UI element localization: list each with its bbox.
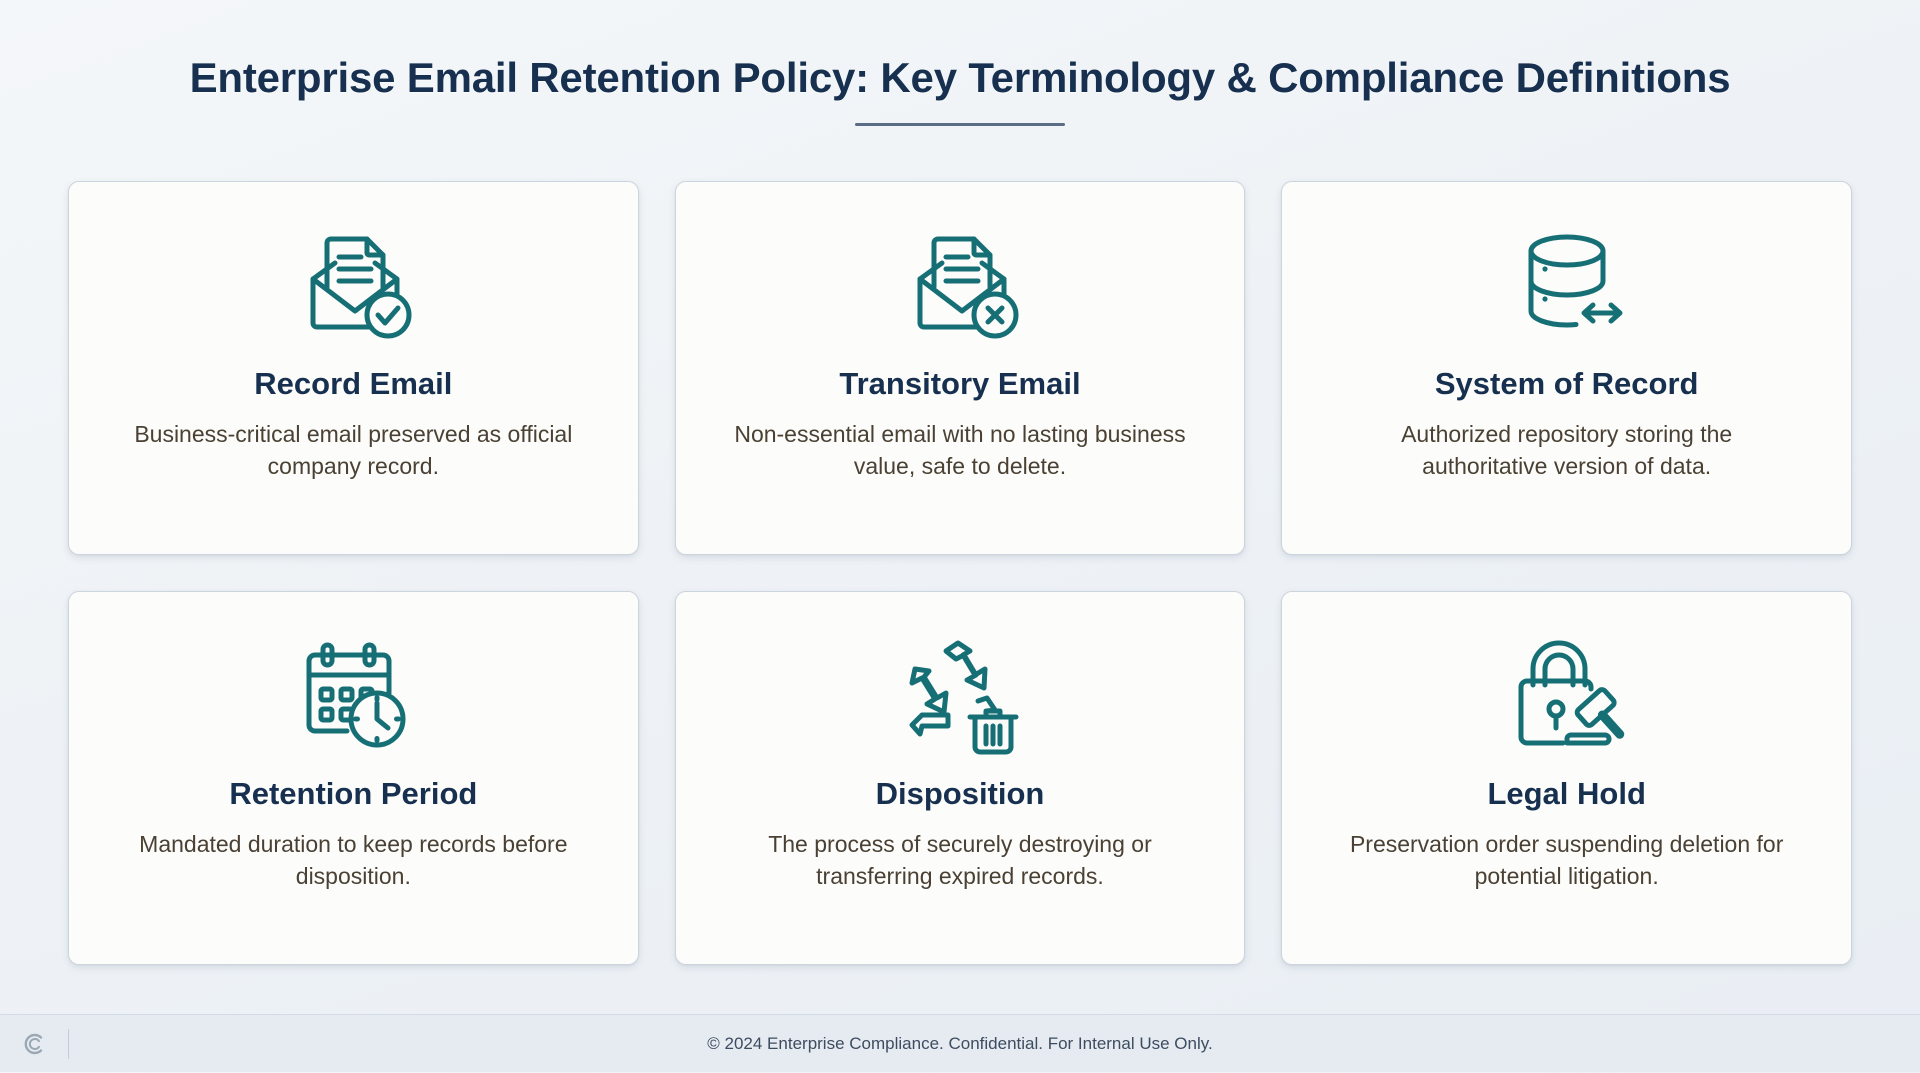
company-logo-icon <box>0 1015 68 1073</box>
card-description: The process of securely destroying or tr… <box>768 830 1152 890</box>
envelope-document-check-icon <box>291 220 415 350</box>
card-title: Record Email <box>254 366 453 401</box>
card-legal-hold[interactable]: Legal Hold Preservation order suspending… <box>1281 591 1852 965</box>
definition-card-grid: Record Email Business-critical email pre… <box>68 181 1852 965</box>
calendar-clock-icon <box>291 630 415 760</box>
card-system-of-record[interactable]: System of Record Authorized repository s… <box>1281 181 1852 555</box>
card-description: Preservation order suspending deletion f… <box>1349 830 1784 890</box>
card-title: Legal Hold <box>1487 776 1646 811</box>
card-description: Non-essential email with no lasting busi… <box>734 420 1186 480</box>
card-record-email[interactable]: Record Email Business-critical email pre… <box>68 181 639 555</box>
card-title: System of Record <box>1434 366 1699 401</box>
card-title: Retention Period <box>229 776 478 811</box>
card-transitory-email[interactable]: Transitory Email Non-essential email wit… <box>674 181 1246 555</box>
card-retention-period[interactable]: Retention Period Mandated duration to ke… <box>68 591 639 965</box>
card-description: Authorized repository storing the author… <box>1401 420 1733 480</box>
footer-divider <box>68 1028 69 1059</box>
title-underline-rule <box>855 123 1065 127</box>
page-header: Enterprise Email Retention Policy: Key T… <box>0 0 1920 127</box>
database-transfer-icon <box>1505 220 1629 350</box>
envelope-document-x-icon <box>898 220 1022 350</box>
card-disposition[interactable]: Disposition The process of securely dest… <box>674 591 1246 965</box>
footer-copyright-text: © 2024 Enterprise Compliance. Confidenti… <box>707 1033 1213 1053</box>
page-title: Enterprise Email Retention Policy: Key T… <box>189 54 1731 101</box>
card-description: Mandated duration to keep records before… <box>139 830 568 890</box>
card-title: Transitory Email <box>839 366 1081 401</box>
card-title: Disposition <box>875 776 1045 811</box>
recycle-trash-icon <box>898 630 1022 760</box>
page-footer: © 2024 Enterprise Compliance. Confidenti… <box>0 1014 1920 1072</box>
padlock-gavel-icon <box>1505 630 1629 760</box>
card-description: Business-critical email preserved as off… <box>134 420 573 480</box>
